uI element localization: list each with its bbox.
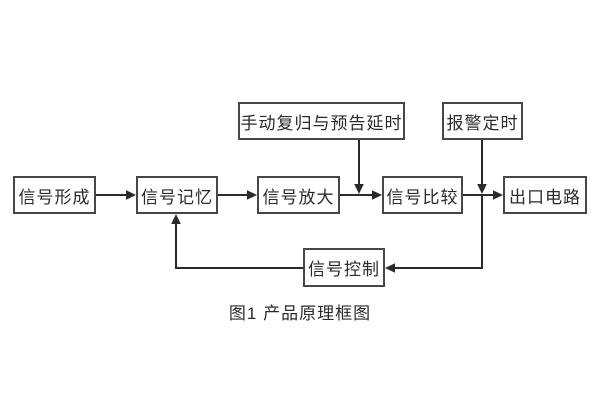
node-signal-amplify: 信号放大	[257, 176, 340, 214]
arrow-forming-to-memory	[96, 190, 136, 200]
arrow-control-to-memory	[171, 214, 303, 269]
node-manual-reset-delay: 手动复归与预告延时	[238, 102, 405, 140]
arrow-manual-reset-down	[354, 140, 364, 194]
arrow-compare-to-output	[463, 190, 503, 200]
node-signal-compare: 信号比较	[382, 176, 463, 214]
arrow-memory-to-amplify	[218, 190, 257, 200]
node-signal-memory: 信号记忆	[136, 176, 218, 214]
node-signal-control: 信号控制	[303, 248, 385, 287]
node-signal-forming: 信号形成	[13, 176, 96, 214]
arrow-alarm-timing-down	[477, 140, 487, 194]
arrow-junction-to-control	[385, 195, 483, 273]
figure-caption: 图1 产品原理框图	[228, 304, 372, 323]
node-output-circuit: 出口电路	[503, 176, 587, 214]
node-alarm-timing: 报警定时	[442, 102, 523, 140]
arrow-amplify-to-compare	[340, 190, 382, 200]
